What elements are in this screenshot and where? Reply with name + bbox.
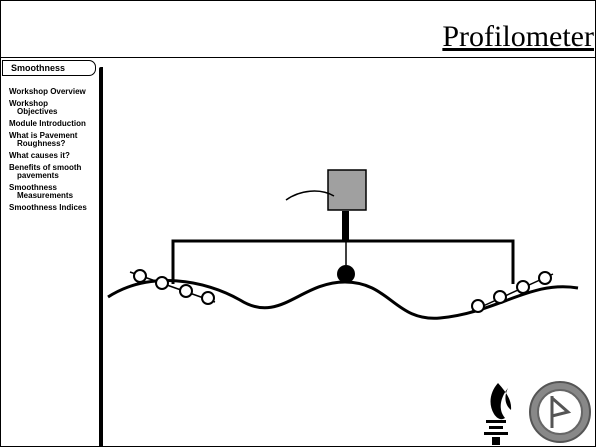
left-wheel	[179, 284, 193, 298]
road-surface	[107, 279, 579, 320]
torch-logo-icon	[484, 383, 512, 445]
sensor-box	[327, 169, 367, 211]
sidebar-item-label-cont: Measurements	[17, 191, 74, 200]
sidebar-item-label: What is Pavement	[9, 131, 78, 140]
sidebar-divider	[99, 67, 103, 447]
sidebar-item-label-cont: pavements	[17, 171, 59, 180]
seal-logo-icon	[529, 381, 591, 443]
right-wheel	[516, 280, 530, 294]
sidebar-item-label: Workshop	[9, 99, 48, 108]
right-wheel	[471, 299, 485, 313]
sidebar-item-label: Benefits of smooth	[9, 163, 82, 172]
sidebar-item-label: Module Introduction	[9, 119, 86, 128]
slide-title: Profilometer	[442, 20, 594, 53]
sidebar-item-label: What causes it?	[9, 151, 70, 160]
sidebar-item-smoothness-indices[interactable]: Smoothness Indices	[9, 204, 101, 212]
left-wheel	[133, 269, 147, 283]
sidebar-header-smoothness[interactable]: Smoothness	[2, 60, 96, 76]
sidebar-item-what-causes[interactable]: What causes it?	[9, 152, 101, 160]
signal-line	[285, 190, 335, 201]
left-wheel	[155, 276, 169, 290]
sidebar-item-label: Workshop Overview	[9, 87, 86, 96]
sidebar-item-label: Smoothness	[9, 183, 58, 192]
sidebar-item-label: Smoothness Indices	[9, 203, 87, 212]
left-wheel	[201, 291, 215, 305]
title-divider	[0, 57, 596, 58]
right-wheel	[493, 290, 507, 304]
probe-wheel	[337, 265, 355, 283]
sidebar-item-module-introduction[interactable]: Module Introduction	[9, 120, 101, 128]
sensor-stem	[342, 211, 349, 242]
right-wheel	[538, 271, 552, 285]
sidebar-item-workshop-overview[interactable]: Workshop Overview	[9, 88, 101, 96]
sidebar-item-label-cont: Objectives	[17, 107, 58, 116]
sidebar-item-label-cont: Roughness?	[17, 139, 66, 148]
